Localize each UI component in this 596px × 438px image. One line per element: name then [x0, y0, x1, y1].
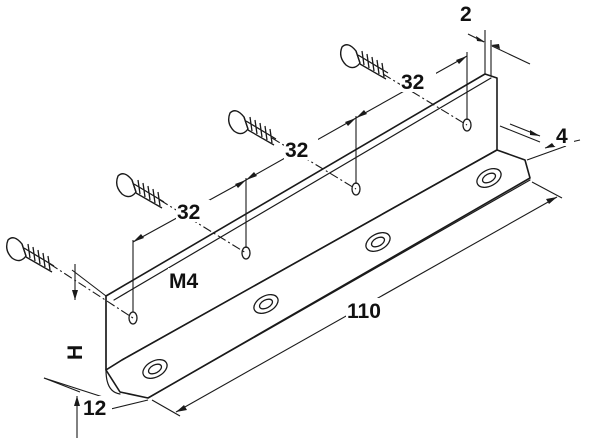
base-holes [142, 168, 502, 379]
flange-hole-2 [241, 246, 251, 260]
label-spacing-1: 32 [177, 201, 200, 224]
label-thickness: 2 [460, 3, 472, 26]
base-hole-4 [476, 168, 502, 188]
label-spacing-2: 32 [285, 139, 308, 162]
screw-4 [339, 44, 389, 80]
flange-top-edge [113, 77, 492, 301]
label-spacing-3: 32 [401, 71, 424, 94]
screw-2 [115, 173, 165, 209]
base-plate [105, 149, 531, 399]
base-hole-3 [365, 232, 391, 252]
screw-center-lines [49, 73, 468, 319]
dimension-thickness [467, 30, 531, 76]
dimension-height [43, 264, 107, 399]
dimension-flange-width [499, 123, 581, 161]
base-hole-2 [253, 294, 279, 314]
flange-hole-1 [128, 311, 138, 325]
base-hole-1 [142, 359, 168, 379]
label-flange-width: 4 [556, 125, 568, 148]
label-base-depth: 12 [83, 397, 106, 420]
screw-3 [227, 110, 277, 146]
label-screw-size: M4 [169, 270, 198, 293]
label-length: 110 [347, 300, 381, 323]
bend-curve [105, 295, 121, 395]
base-front-edge [147, 179, 531, 399]
label-height: H [64, 345, 87, 360]
screw-1 [5, 237, 55, 273]
